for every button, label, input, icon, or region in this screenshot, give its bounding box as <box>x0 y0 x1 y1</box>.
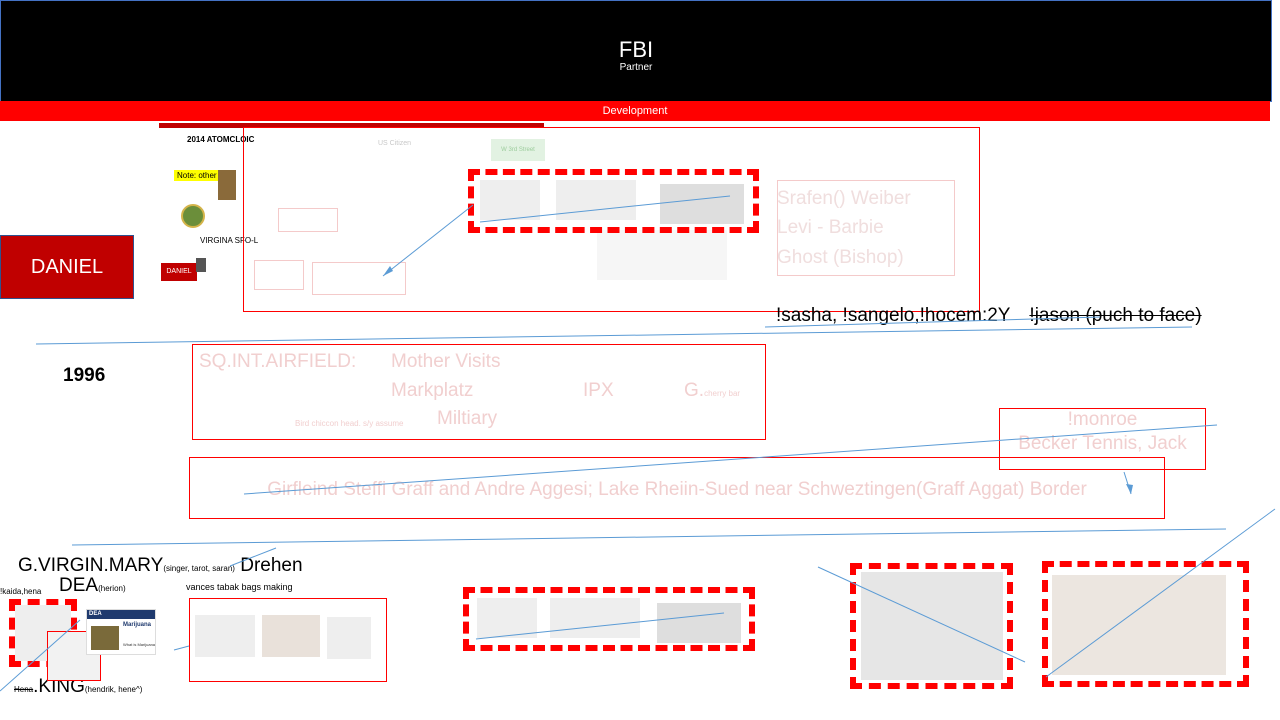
virgin-mary-small: (singer, tarot, saran) <box>163 564 235 573</box>
names-text: !sasha, !sangelo,!hocem:2Y <box>776 305 1011 326</box>
monroe-line-2: Becker Tennis, Jack <box>1018 433 1187 454</box>
dea-text: DEA <box>59 575 99 596</box>
kaida-label: !kaida,hena <box>0 587 42 596</box>
faint-names-line-1: Srafen() Weiber <box>777 188 911 209</box>
header-title: FBI <box>618 37 654 62</box>
vances-label: vances tabak bags making <box>186 582 293 592</box>
virgin-mary-text: G.VIRGIN.MARY <box>18 555 164 576</box>
airfield-ipx: IPX <box>583 380 614 401</box>
daniel-small-label: DANIEL <box>161 263 197 281</box>
faint-image-block <box>597 230 727 280</box>
airfield-box <box>192 344 766 440</box>
collage-title: 2014 ATOMCLOIC <box>187 135 255 144</box>
drehen-text: Drehen <box>240 555 303 576</box>
king-line: Hena.KING(hendrik, hene^) <box>14 676 142 698</box>
dea-line: DEA(herion) <box>59 575 126 597</box>
names-struck: !jason (puch to face) <box>1029 305 1202 326</box>
collage-photo <box>196 258 206 272</box>
virgin-mary-line: G.VIRGIN.MARY(singer, tarot, saran) Dreh… <box>18 555 303 577</box>
airfield-g-small: cherry bar <box>704 389 741 398</box>
girlfriend-box <box>189 457 1165 519</box>
airfield-g-text: G. <box>684 380 705 401</box>
airfield-markplatz: Markplatz <box>391 380 474 401</box>
dea-site-image <box>91 626 119 650</box>
cigarette-photo <box>861 572 1003 680</box>
dea-site-heading: Marijuana <box>123 622 152 628</box>
ws-label: W 3rd Street <box>491 139 545 161</box>
top-image-dashed-frame <box>468 169 759 233</box>
king-text: .KING <box>33 676 85 697</box>
collage-top-strip <box>159 123 544 128</box>
faint-names-line-2: Levi - Barbie <box>777 217 884 238</box>
airfield-military: Miltiary <box>437 408 498 429</box>
girlfriend-text: Girfleind Steffi Graff and Andre Aggesi;… <box>267 479 1087 500</box>
header-subtitle: Partner <box>619 62 653 73</box>
airfield-label: SQ.INT.AIRFIELD: <box>199 351 357 372</box>
monroe-box <box>999 408 1206 470</box>
airfield-g: G.cherry bar <box>684 380 740 402</box>
airfield-bird: Bird chiccon head. s/y assume <box>295 419 404 428</box>
header-bar: FBI Partner <box>0 0 1272 102</box>
vances-photo-3 <box>327 617 371 659</box>
daniel-button[interactable]: DANIEL <box>0 235 134 299</box>
year-label: 1996 <box>63 365 106 386</box>
dea-site-header: DEA <box>87 610 155 619</box>
virgina-label: VIRGINA SFO-L <box>200 236 259 245</box>
development-banner: Development <box>0 101 1270 121</box>
us-citizen-label: US Citizen <box>378 140 412 147</box>
vances-image-box <box>189 598 387 682</box>
top-image-photo-2 <box>556 180 636 220</box>
bottom-middle-photo-1 <box>477 598 537 638</box>
bottom-middle-photo-3 <box>657 603 741 643</box>
bottom-right-dashed-frame-1 <box>850 563 1013 689</box>
bottom-middle-photo-2 <box>550 598 640 638</box>
faint-small-box-1 <box>254 260 304 290</box>
faint-inner-box <box>312 262 406 295</box>
faint-small-box-2 <box>278 208 338 232</box>
dea-small: (herion) <box>98 584 126 593</box>
vances-photo-1 <box>195 615 255 657</box>
mona-lisa-thumbnail <box>218 170 236 200</box>
note-label: Note: other <box>174 170 220 181</box>
collage-frame <box>243 127 980 312</box>
airfield-mother: Mother Visits <box>391 351 501 372</box>
bottom-right-dashed-frame-2 <box>1042 561 1249 687</box>
top-image-photo-1 <box>480 180 540 220</box>
faint-names-line-3: Ghost (Bishop) <box>777 247 904 268</box>
bottom-middle-dashed-frame <box>463 587 755 651</box>
vances-photo-2 <box>262 615 320 657</box>
top-image-photo-3 <box>660 184 744 224</box>
monroe-line-1: !monroe <box>1067 409 1138 430</box>
dea-site-sub: What is Marijuana <box>123 642 156 647</box>
tobacco-photo <box>1052 575 1226 675</box>
faint-names-box <box>777 180 955 276</box>
dea-website-thumbnail: DEA Marijuana What is Marijuana <box>86 609 156 655</box>
names-line: !sasha, !sangelo,!hocem:2Y !jason (puch … <box>776 305 1202 327</box>
king-small: (hendrik, hene^) <box>84 685 143 694</box>
seal-icon <box>181 204 205 228</box>
hena-text: Hena <box>14 685 34 694</box>
